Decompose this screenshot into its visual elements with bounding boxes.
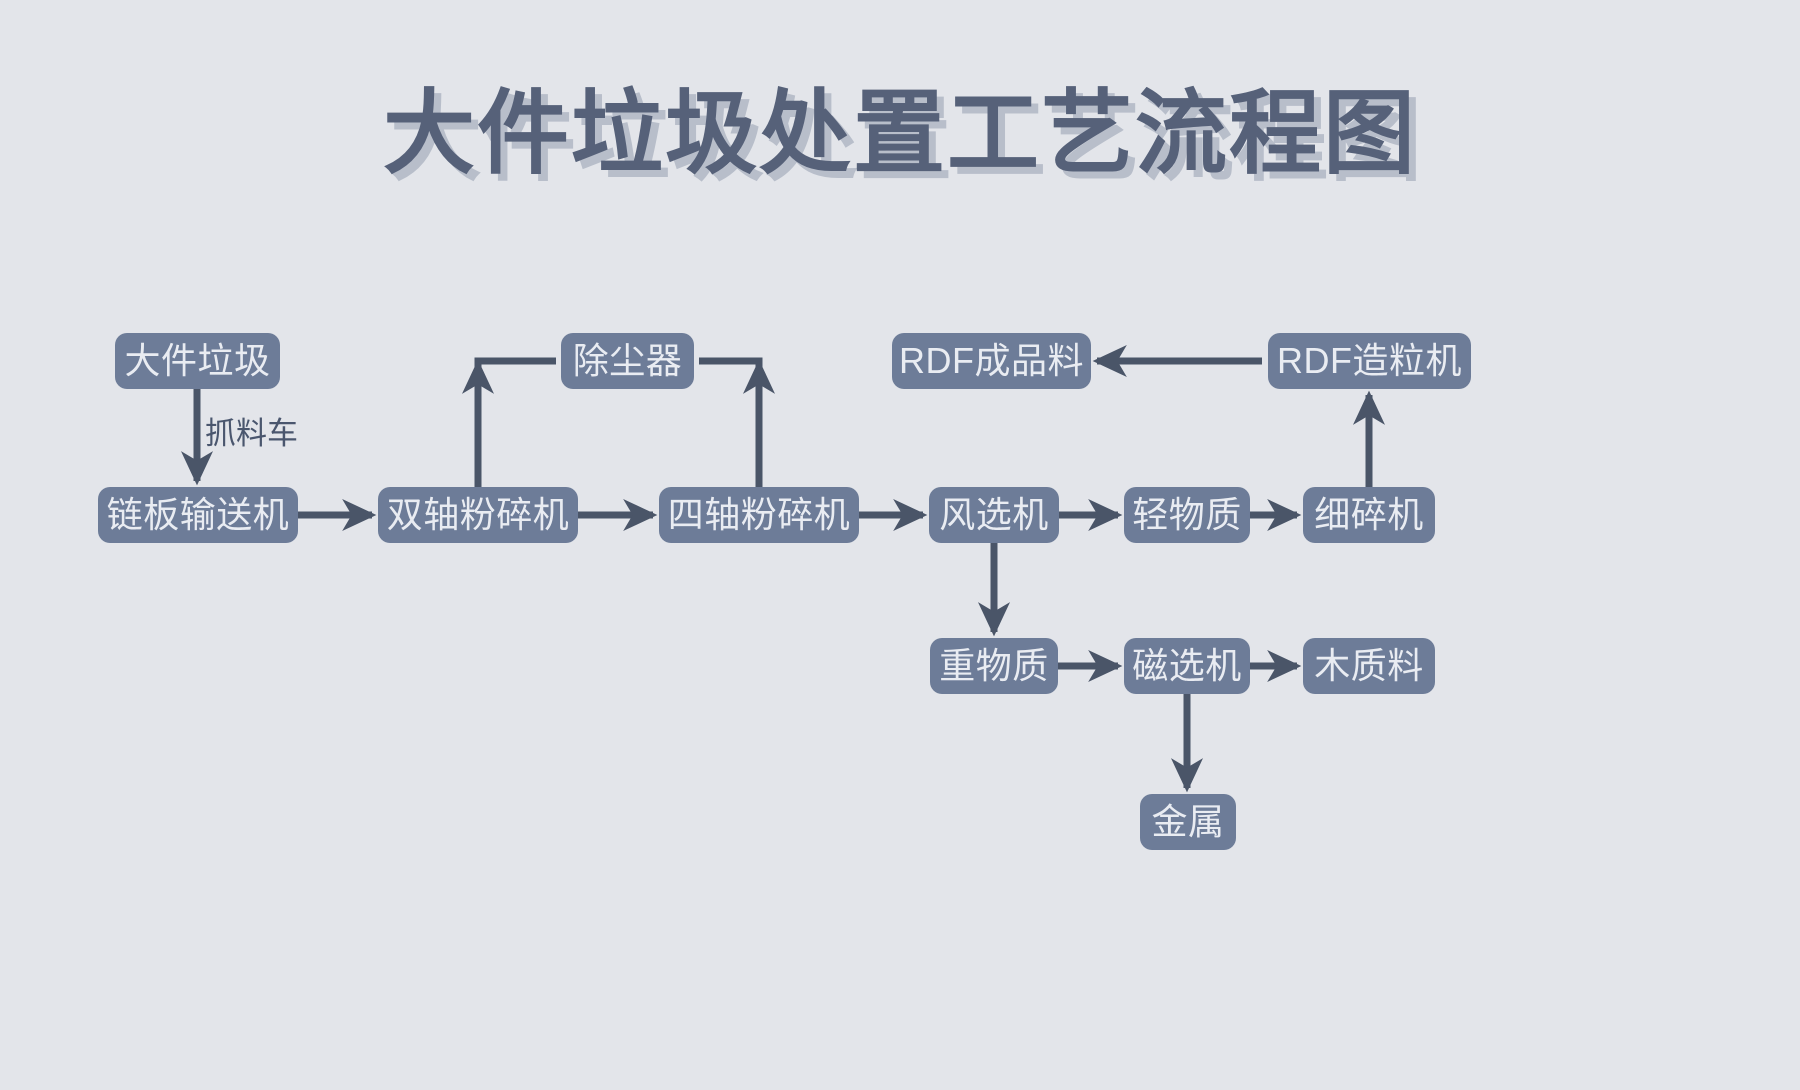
node-light-material[interactable]: 轻物质 bbox=[1124, 487, 1250, 543]
node-metal[interactable]: 金属 bbox=[1140, 794, 1236, 850]
node-chain-plate-conveyor[interactable]: 链板输送机 bbox=[98, 487, 298, 543]
edge-label-grab-truck: 抓料车 bbox=[205, 416, 298, 451]
node-air-separator[interactable]: 风选机 bbox=[929, 487, 1059, 543]
node-magnetic-separator[interactable]: 磁选机 bbox=[1124, 638, 1250, 694]
node-wood-material[interactable]: 木质料 bbox=[1303, 638, 1435, 694]
node-dust-collector[interactable]: 除尘器 bbox=[561, 333, 694, 389]
node-rdf-finished-product[interactable]: RDF成品料 bbox=[892, 333, 1091, 389]
node-fine-shredder[interactable]: 细碎机 bbox=[1303, 487, 1435, 543]
page-title: 大件垃圾处置工艺流程图 bbox=[382, 83, 1417, 185]
node-bulky-waste[interactable]: 大件垃圾 bbox=[115, 333, 280, 389]
node-heavy-material[interactable]: 重物质 bbox=[930, 638, 1058, 694]
edge-fourshaft-to-dust bbox=[699, 357, 763, 487]
node-four-shaft-shredder[interactable]: 四轴粉碎机 bbox=[659, 487, 859, 543]
node-rdf-pelletizer[interactable]: RDF造粒机 bbox=[1268, 333, 1471, 389]
node-twin-shaft-shredder[interactable]: 双轴粉碎机 bbox=[378, 487, 578, 543]
edge-twinshaft-to-dust bbox=[474, 357, 556, 487]
